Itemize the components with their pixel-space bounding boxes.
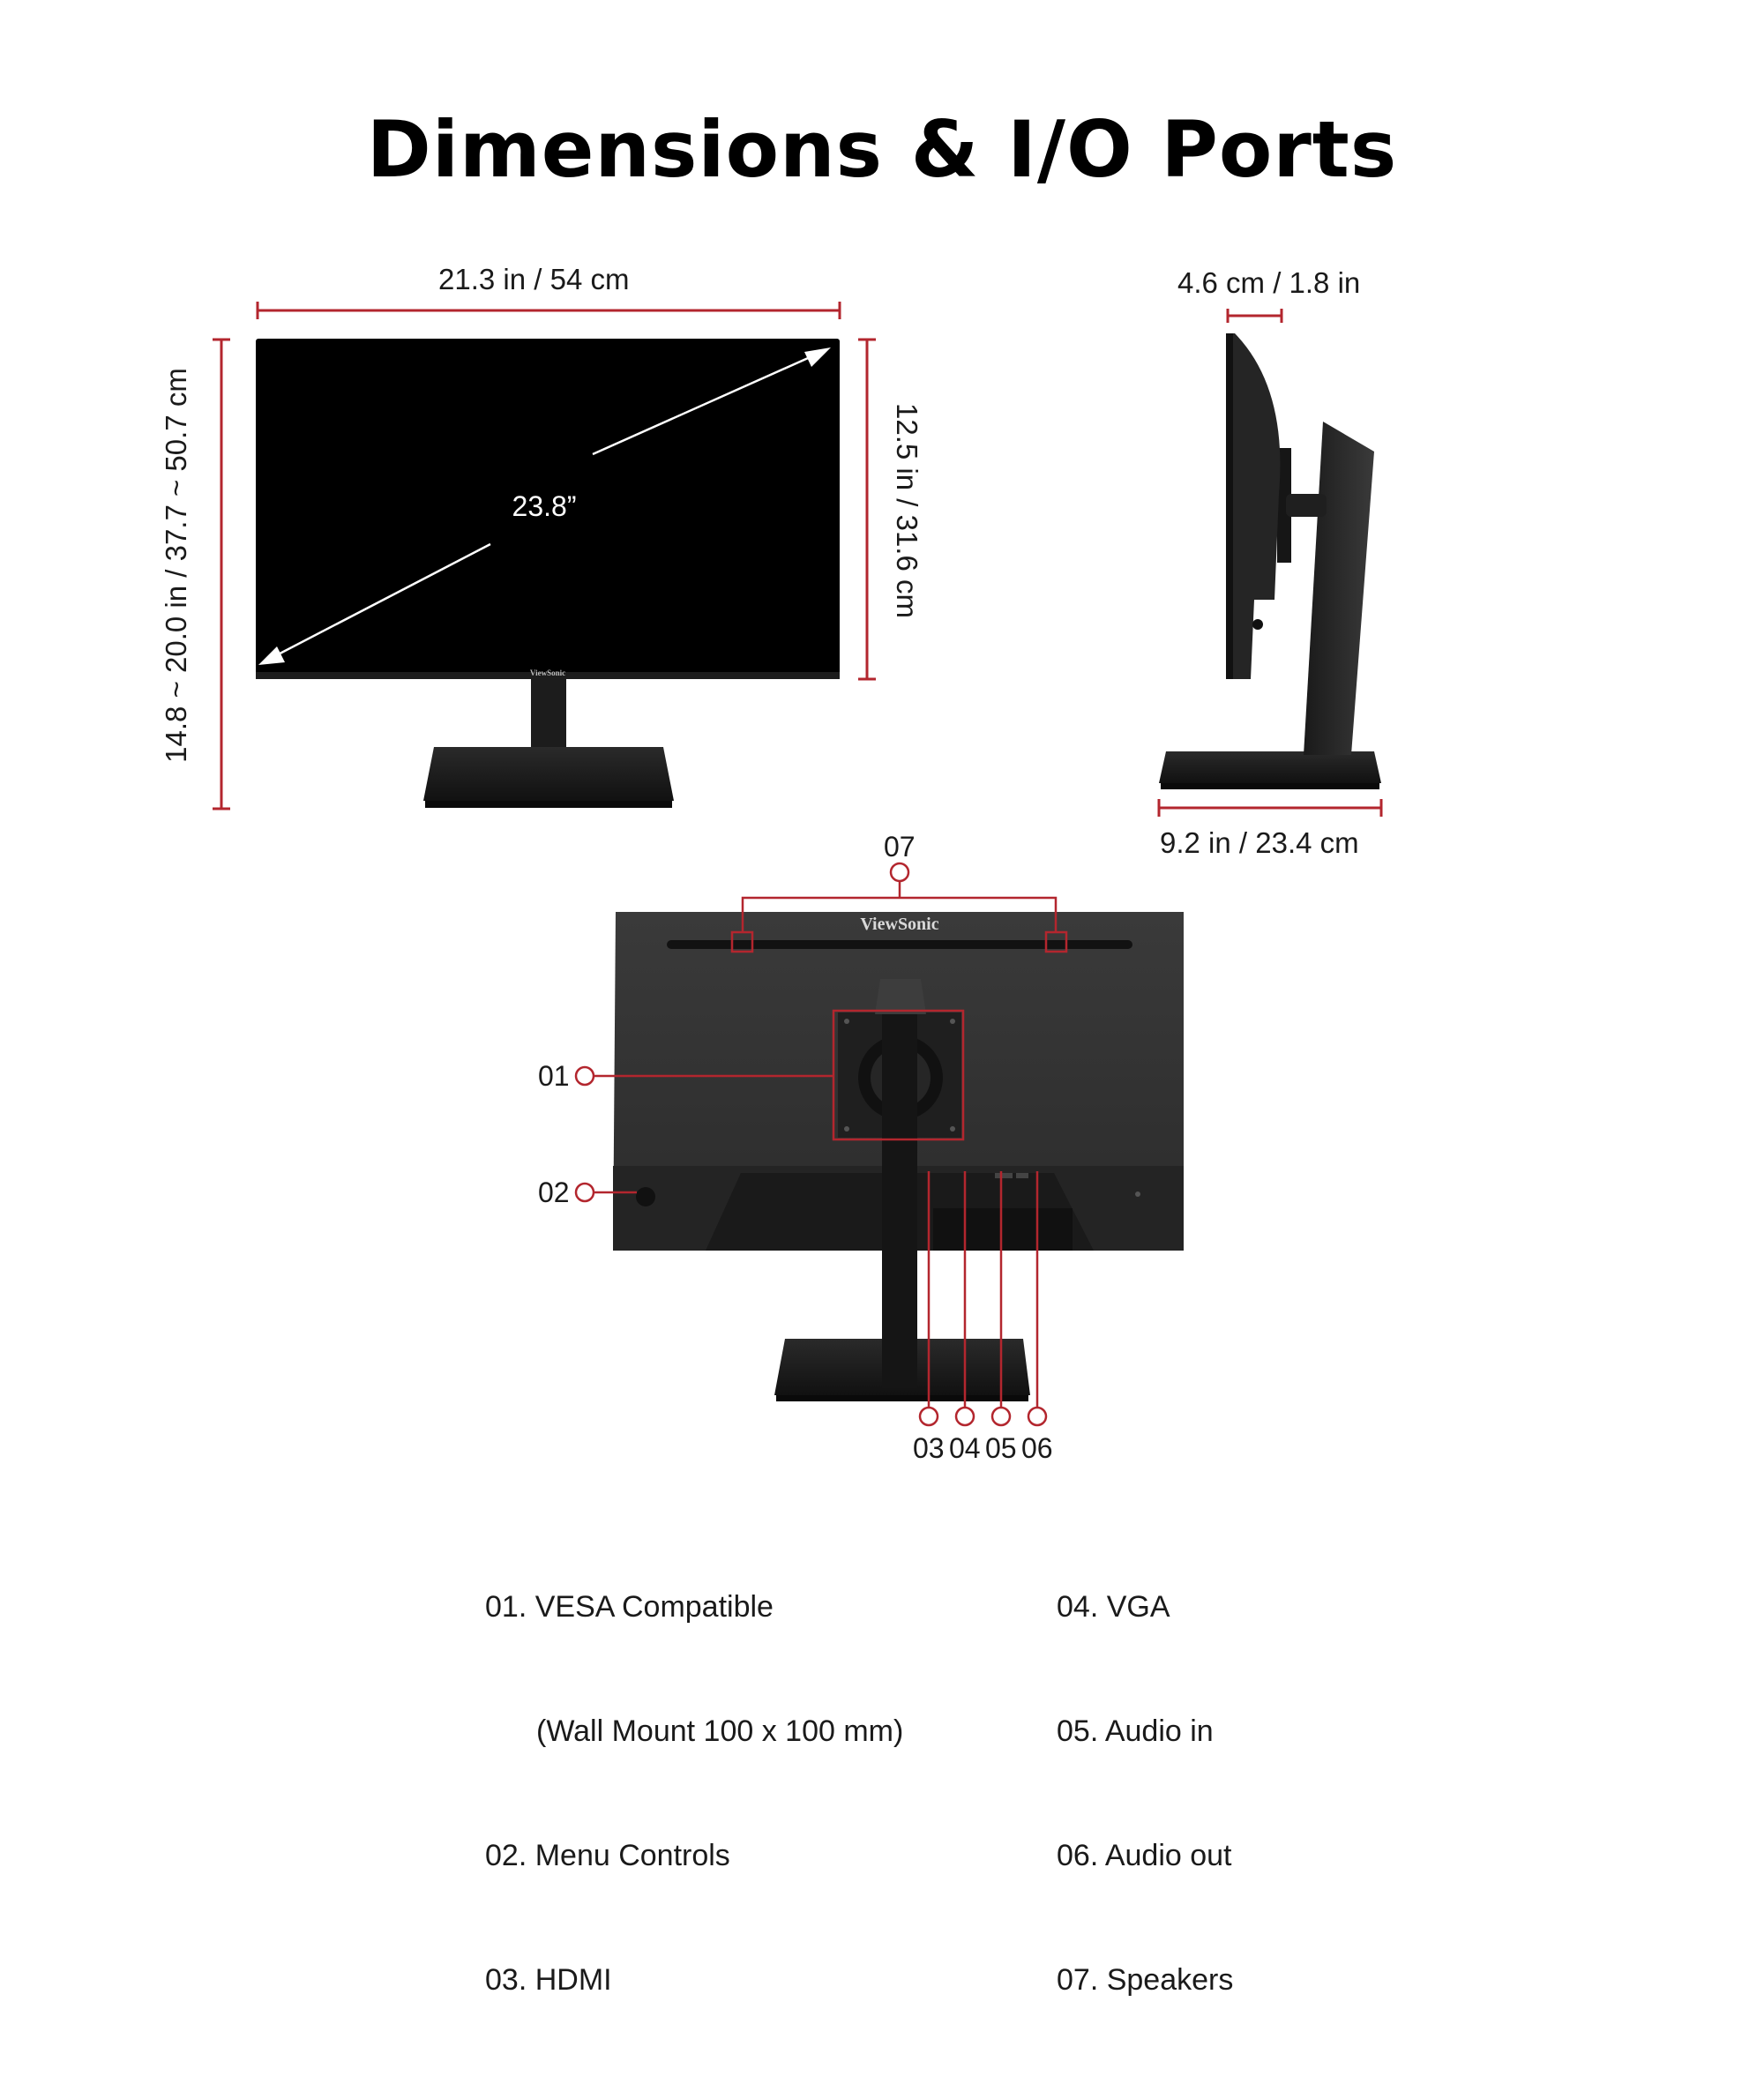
diagonal-label: 23.8” [512,490,577,522]
legend-item-01: 01. VESA Compatible [485,1590,774,1624]
side-depth-top-label: 4.6 cm / 1.8 in [1177,266,1361,299]
diagram-art: ViewSonic [213,302,1383,1427]
legend-item-02: 02. Menu Controls [485,1839,730,1872]
callout-05: 05 [985,1432,1017,1464]
speaker-grille [667,940,1132,949]
back-view: ViewSonic [574,862,1184,1427]
screen-height-label: 12.5 in / 31.6 cm [891,403,923,618]
callout-07: 07 [884,831,916,863]
legend-item-07: 07. Speakers [1057,1963,1234,1997]
front-brand-logo: ViewSonic [530,669,565,677]
side-view [1157,309,1383,817]
legend-item-05: 05. Audio in [1057,1714,1214,1748]
callout-03: 03 [913,1432,945,1464]
legend-item-04: 04. VGA [1057,1590,1170,1624]
front-view: ViewSonic [213,302,876,810]
side-depth-base-label: 9.2 in / 23.4 cm [1160,826,1359,859]
diagonal-arrow [258,347,831,665]
legend-right: 04. VGA 05. Audio in 06. Audio out 07. S… [1057,1504,1233,2084]
front-stand-base [423,747,674,801]
callout-01: 01 [538,1060,570,1092]
legend-item-01-detail: (Wall Mount 100 x 100 mm) [536,1714,904,1748]
front-height-line [213,338,230,810]
callout-02: 02 [538,1176,570,1208]
diagram-stage: Dimensions & I/O Ports [160,104,1398,1997]
front-width-label: 21.3 in / 54 cm [438,263,630,295]
back-brand-logo: ViewSonic [860,915,938,934]
legend-item-06: 06. Audio out [1057,1839,1232,1872]
screen-height-line [858,338,876,681]
callout-04: 04 [949,1432,981,1464]
front-screen [256,339,840,679]
front-height-label: 14.8 ~ 20.0 in / 37.7 ~ 50.7 cm [160,368,192,763]
page-title: Dimensions & I/O Ports [366,104,1398,195]
callout-06: 06 [1021,1432,1053,1464]
legend-item-03: 03. HDMI [485,1963,612,1997]
front-width-line [256,302,841,319]
legend-left: 01. VESA Compatible (Wall Mount 100 x 10… [485,1504,903,2084]
